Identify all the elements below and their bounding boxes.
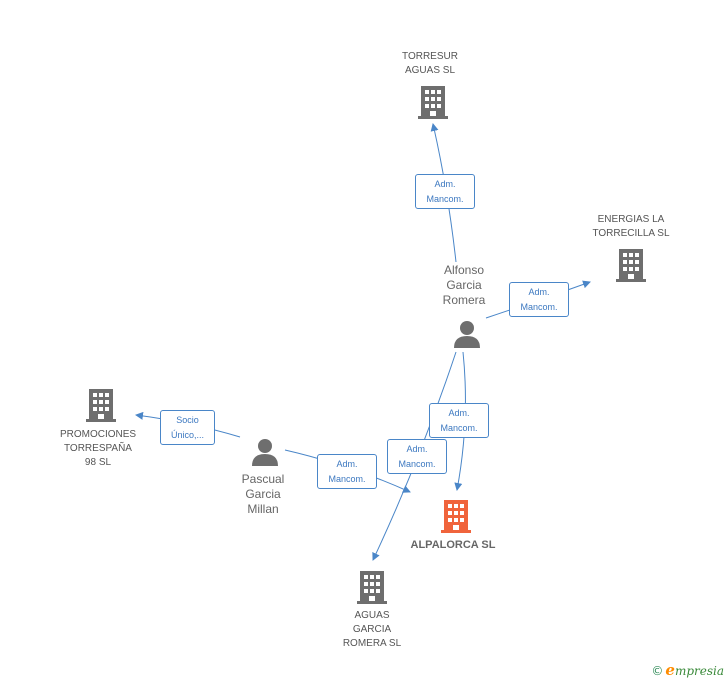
person-label-pascual[interactable]: Pascual Garcia Millan bbox=[241, 472, 285, 516]
edge-label-alfonso-energias[interactable]: Adm. Mancom. bbox=[509, 282, 569, 317]
building-icon[interactable] bbox=[616, 248, 646, 282]
edge-label-alfonso-alpalorca[interactable]: Adm. Mancom. bbox=[429, 403, 489, 438]
person-icon[interactable] bbox=[453, 320, 481, 348]
copyright-icon: © bbox=[651, 664, 664, 678]
person-label-alfonso[interactable]: Alfonso Garcia Romera bbox=[442, 263, 486, 307]
brand-initial: e bbox=[665, 661, 675, 679]
building-icon[interactable] bbox=[418, 85, 448, 119]
edge-label-alfonso-aguas[interactable]: Adm. Mancom. bbox=[387, 439, 447, 474]
building-icon[interactable] bbox=[86, 388, 116, 422]
company-label-alpalorca[interactable]: ALPALORCA SL bbox=[410, 539, 496, 551]
company-label-promociones[interactable]: PROMOCIONES TORRESPAÑA 98 SL bbox=[59, 429, 137, 468]
company-label-aguas[interactable]: AGUAS GARCIA ROMERA SL bbox=[342, 610, 402, 649]
brand-logo[interactable]: ©empresia bbox=[651, 661, 724, 679]
person-icon[interactable] bbox=[251, 438, 279, 466]
company-label-torresur[interactable]: TORRESUR AGUAS SL bbox=[402, 51, 458, 76]
edge-label-alfonso-torresur[interactable]: Adm. Mancom. bbox=[415, 174, 475, 209]
building-icon-main[interactable] bbox=[441, 499, 471, 533]
edge-label-pascual-alpalorca[interactable]: Adm. Mancom. bbox=[317, 454, 377, 489]
edge-label-pascual-promociones[interactable]: Socio Único,... bbox=[160, 410, 215, 445]
building-icon[interactable] bbox=[357, 570, 387, 604]
company-label-energias[interactable]: ENERGIAS LA TORRECILLA SL bbox=[592, 214, 670, 239]
brand-name: mpresia bbox=[674, 664, 724, 678]
